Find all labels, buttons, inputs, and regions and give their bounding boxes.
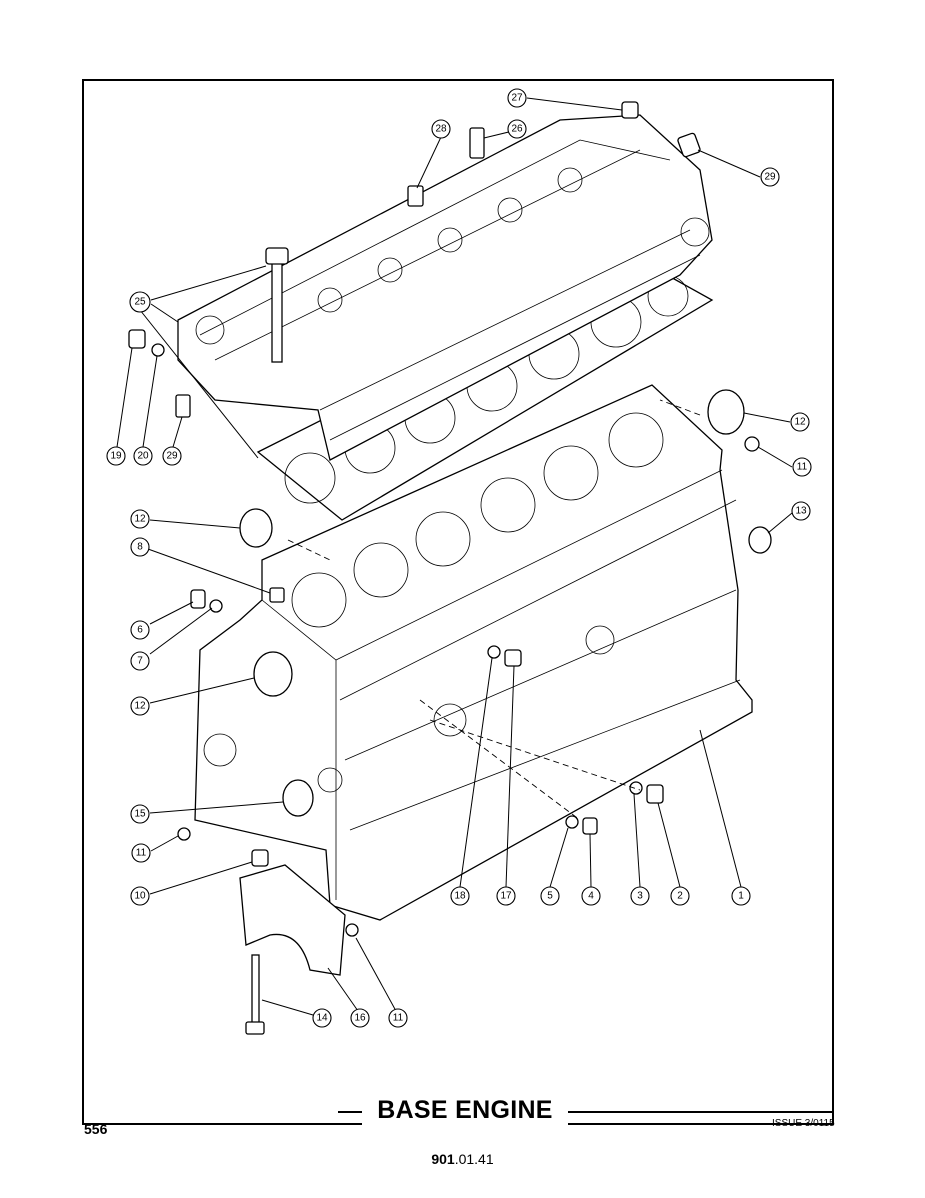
head-fittings (128, 101, 701, 418)
callout-11: 11 (388, 1008, 408, 1028)
cylinder-head (177, 114, 713, 461)
svg-text:15: 15 (134, 809, 146, 820)
svg-text:12: 12 (134, 514, 146, 525)
svg-text:12: 12 (134, 701, 146, 712)
callout-11: 11 (792, 457, 812, 477)
callout-10: 10 (130, 886, 150, 906)
callout-1: 1 (731, 886, 751, 906)
callout-12: 12 (130, 696, 150, 716)
issue-label: ISSUE 3/0115 (772, 1118, 835, 1129)
svg-text:6: 6 (137, 625, 143, 636)
title-rule-right (566, 1111, 834, 1113)
callout-7: 7 (130, 651, 150, 671)
svg-text:11: 11 (136, 848, 147, 859)
section-code-major: 901 (431, 1151, 455, 1167)
svg-text:29: 29 (166, 451, 178, 462)
callout-12: 12 (790, 412, 810, 432)
callout-13: 13 (791, 501, 811, 521)
callout-17: 17 (496, 886, 516, 906)
svg-text:11: 11 (797, 462, 808, 473)
svg-text:27: 27 (511, 93, 523, 104)
block-fittings (177, 389, 772, 937)
svg-text:2: 2 (677, 891, 683, 902)
svg-text:8: 8 (137, 542, 143, 553)
callout-16: 16 (350, 1008, 370, 1028)
svg-text:7: 7 (137, 656, 143, 667)
callout-20: 20 (133, 446, 153, 466)
svg-text:5: 5 (547, 891, 553, 902)
svg-text:14: 14 (316, 1013, 328, 1024)
section-code-minor: .01.41 (454, 1151, 494, 1167)
page-title: BASE ENGINE (362, 1096, 568, 1125)
leader-lines (116, 97, 793, 1016)
callout-26: 26 (507, 119, 527, 139)
callout-29: 29 (760, 167, 780, 187)
svg-text:17: 17 (500, 891, 512, 902)
svg-text:16: 16 (354, 1013, 366, 1024)
bearing-cap-assembly (239, 849, 346, 1035)
callout-14: 14 (312, 1008, 332, 1028)
page-number: 556 (84, 1121, 108, 1137)
svg-text:10: 10 (134, 891, 146, 902)
callout-29: 29 (162, 446, 182, 466)
callout-25: 25 (129, 291, 151, 313)
svg-text:25: 25 (134, 297, 146, 308)
svg-text:29: 29 (764, 172, 776, 183)
callout-8: 8 (130, 537, 150, 557)
svg-text:26: 26 (511, 124, 523, 135)
callout-18: 18 (450, 886, 470, 906)
cylinder-block (194, 384, 753, 921)
callout-4: 4 (581, 886, 601, 906)
svg-text:28: 28 (435, 124, 447, 135)
svg-text:18: 18 (454, 891, 466, 902)
callout-27: 27 (507, 88, 527, 108)
title-rule-left (338, 1111, 366, 1113)
svg-text:11: 11 (393, 1013, 404, 1024)
callout-3: 3 (630, 886, 650, 906)
callout-12: 12 (130, 509, 150, 529)
callout-19: 19 (106, 446, 126, 466)
svg-text:4: 4 (588, 891, 594, 902)
svg-text:20: 20 (137, 451, 149, 462)
callout-5: 5 (540, 886, 560, 906)
svg-text:19: 19 (110, 451, 122, 462)
callout-6: 6 (130, 620, 150, 640)
svg-text:12: 12 (794, 417, 806, 428)
callout-28: 28 (431, 119, 451, 139)
svg-text:13: 13 (795, 506, 807, 517)
svg-text:1: 1 (738, 891, 744, 902)
section-code: 901.01.41 (0, 1151, 925, 1167)
callout-2: 2 (670, 886, 690, 906)
svg-text:3: 3 (637, 891, 643, 902)
callout-11: 11 (131, 843, 151, 863)
callout-15: 15 (130, 804, 150, 824)
